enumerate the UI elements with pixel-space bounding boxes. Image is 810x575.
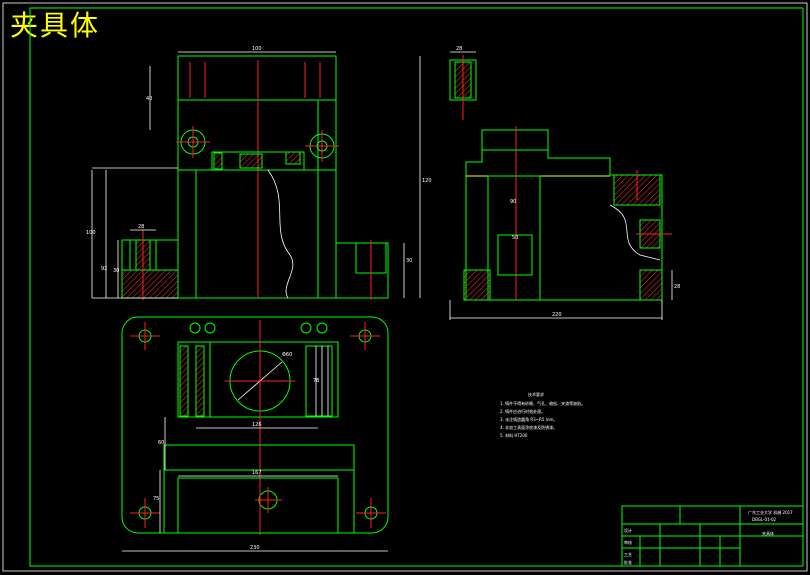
title-block-row-3: 工艺 [624, 552, 632, 557]
dim-side-width-total: 220 [552, 312, 562, 318]
front-column [177, 55, 337, 299]
dim-side-right-h: 28 [674, 284, 680, 290]
dim-front-height-total: 92 [101, 266, 107, 272]
dim-plan-span: 126 [252, 422, 262, 428]
dim-front-small-w: 28 [138, 224, 144, 230]
plan-view: Φ60 126 167 230 60 75 78 [121, 316, 389, 552]
dim-side-inner2: 50 [512, 235, 518, 241]
title-block: 广东工业大学 机械 2017 DBGL-01-02 夹具体 设计 审核 工艺 批… [621, 505, 804, 567]
note-line-4: 4. 非加工表面涂底漆及防锈漆。 [500, 424, 557, 430]
dim-front-top-width: 100 [252, 46, 262, 52]
dim-front-small-h: 30 [113, 268, 119, 274]
note-line-3: 3. 未注铸造圆角 R3~R5 mm。 [500, 416, 557, 422]
dim-plan-width: 167 [252, 470, 262, 476]
dim-plan-dia: Φ60 [282, 352, 292, 358]
dim-front-right-h: 30 [406, 258, 412, 264]
inner-frame [29, 7, 804, 567]
title-block-code: DBGL-01-02 [752, 517, 777, 522]
notes-heading: 技术要求 [528, 391, 544, 397]
note-line-2: 2. 铸件应进行时效处理。 [500, 408, 545, 414]
dim-plan-overall: 230 [250, 545, 260, 551]
front-right-foot [335, 242, 389, 299]
technical-notes: 技术要求 1. 铸件不得有砂眼、气孔、缩松、夹渣等缺陷。 2. 铸件应进行时效处… [500, 391, 585, 438]
title-block-school: 广东工业大学 机械 2017 [748, 509, 793, 515]
dim-front-height-left: 40 [146, 96, 152, 102]
side-view: 220 28 28 90 50 [449, 46, 680, 320]
dim-front-overall-right: 120 [422, 178, 432, 184]
dim-side-inner: 90 [510, 199, 516, 205]
drawing-title: 夹具体 [10, 9, 101, 42]
front-view: 100 40 100 92 30 28 30 120 [86, 46, 432, 300]
dim-plan-left-h1: 60 [158, 440, 164, 446]
note-line-5: 5. 材料 HT200 [500, 432, 528, 438]
dim-plan-left-h2: 75 [153, 496, 159, 502]
note-line-1: 1. 铸件不得有砂眼、气孔、缩松、夹渣等缺陷。 [500, 400, 585, 406]
title-block-row-1: 设计 [624, 527, 632, 533]
dim-side-top: 28 [456, 46, 462, 52]
title-block-row-4: 批准 [624, 559, 632, 565]
dim-plan-right-h: 78 [313, 378, 319, 384]
title-block-row-2: 审核 [624, 539, 632, 545]
title-block-name: 夹具体 [762, 530, 774, 536]
dim-front-height-side: 100 [86, 230, 96, 236]
